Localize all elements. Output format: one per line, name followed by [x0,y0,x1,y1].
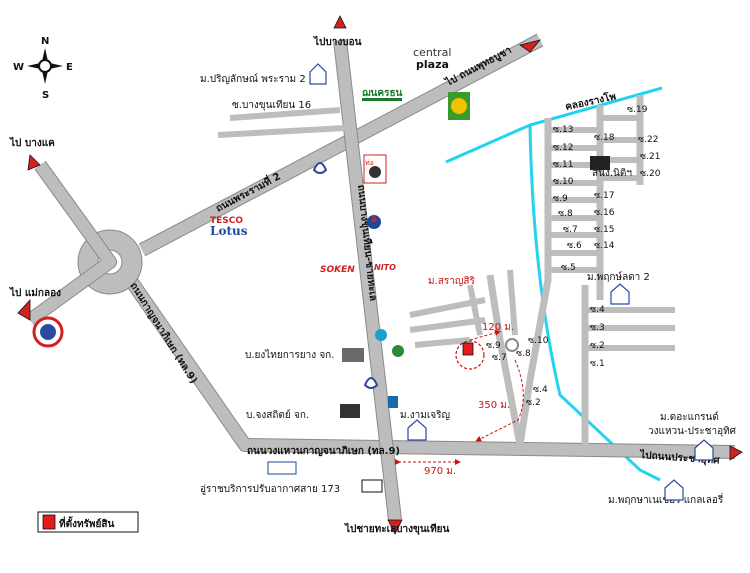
village-grand-label: ม.ดอะแกรนด์ [660,411,719,423]
soi-west-8: ซ.5 [561,263,576,273]
soi-east-4: ซ.20 [640,169,661,179]
lotus-logo: Lotus [210,224,248,238]
bus-depot-label: อู่ราชบริการปรับอากาศสาย 173 [200,484,340,495]
label-to-mae-klong: ไป แม่กลอง [9,286,61,299]
pea-logo-icon [267,461,297,475]
pipe-label: ท่อ [365,159,374,167]
village-saransiri-label: ม.สราญสิริ [428,276,475,287]
soi-labels: ซ.19 ซ.18 ซ.22 ซ.21 ซ.20 ซ.17 ซ.16 ซ.15 … [486,105,661,408]
soi-16-label: ซ.บางขุนเทียน 16 [232,99,311,111]
northeast-arrow-icon [519,39,542,53]
rubber-co-label: บ.ยงไทยการยาง จก. [245,349,334,361]
compass-w: W [13,62,24,73]
distance-970: 970 ม. [424,466,456,477]
label-to-seaside: ไปชายทะเลบางขุนเทียน [344,522,450,535]
soi-west-6: ซ.7 [563,225,578,235]
school-label: สนง.นิติฯ [592,168,632,179]
landmarks: central plaza ฌนครธน TESCO Lotus SOKEN N… [32,46,714,501]
south-arrow-icon [387,519,403,535]
nito-logo: NITO [374,263,396,272]
soi-west-5: ซ.8 [558,209,573,219]
soi-east-7: ซ.15 [594,225,614,235]
gas-station-icon [388,396,398,408]
village-prinlak-label: ม.ปริญลักษณ์ พระราม 2 [200,73,306,85]
soken-logo: SOKEN [320,265,355,275]
soi-east-0: ซ.19 [627,105,648,115]
distance-120: 120 ม. [482,322,514,333]
soi-east-8: ซ.14 [594,241,615,251]
compass-s: S [42,90,49,101]
east-arrow-icon [729,445,743,461]
compass-rose: N S E W [13,36,73,101]
soi-east-3: ซ.21 [640,152,660,162]
soi-west-3: ซ.10 [553,177,574,187]
village-pruklada-label: ม.พฤกษ์ลดา 2 [587,271,650,283]
northwest-arrow-icon [27,154,41,171]
label-to-bang-khae: ไป บางแค [9,136,55,149]
kanchana-horiz-label: ถนนวงแหวนกาญจนาภิเษก (ทล.9) [247,445,400,457]
soi-south-2: ซ.2 [590,341,605,351]
distance-annotations: 120 ม. 350 ม. 970 ม. [395,322,524,477]
soi-west-4: ซ.9 [553,194,568,204]
legend: ที่ตั้งทรัพย์สิน [37,511,139,533]
soi-south-1: ซ.3 [590,323,605,333]
house-icon [309,63,714,501]
north-arrow-icon [333,15,347,29]
soi-near-1: ซ.9 [486,341,501,351]
office-building-icon [590,156,610,170]
soi-near-2: ซ.8 [516,349,531,359]
chongsathit-building-icon [340,404,360,418]
property-radius [455,340,485,370]
soi-west-7: ซ.6 [567,241,582,251]
compass-e: E [66,62,73,73]
soi-south-0: ซ.4 [590,305,605,315]
compass-n: N [41,36,49,47]
soi-near-3: ซ.7 [492,353,507,363]
distance-350: 350 ม. [478,400,510,411]
kbank-logo-icon [392,345,404,357]
roads [25,33,736,521]
label-to-bang-bon: ไปบางบอน [313,35,362,48]
soi-east-6: ซ.16 [594,208,615,218]
legend-label: ที่ตั้งทรัพย์สิน [59,516,114,530]
soi-west-0: ซ.13 [553,125,573,135]
soi-west-1: ซ.12 [553,143,573,153]
village-ngam-charoen-label: ม.งามเจริญ [400,410,450,421]
village-grand-2-label: วงแหวน-ประชาอุทิศ [648,426,737,437]
soi-south-3: ซ.1 [590,359,605,369]
temple-icon [312,162,328,174]
soi-near-0: ซ.10 [528,336,549,346]
soi-east-1: ซ.18 [594,133,615,143]
factory-icon [342,348,364,362]
bus-icon [361,479,383,493]
soi-west-2: ซ.11 [553,160,573,170]
legend-marker-icon [42,514,56,530]
soi-east-5: ซ.17 [594,191,614,201]
soi-near-5: ซ.2 [526,398,541,408]
central-logo-bottom: plaza [416,58,449,71]
nakornthon-logo: ฌนครธน [362,88,403,99]
soi-east-2: ซ.22 [638,135,658,145]
soi-near-4: ซ.4 [533,385,548,395]
central-logo-top: central [413,46,451,59]
bank-logo-icon [375,329,387,341]
direction-arrows [17,15,743,535]
west-arrow-icon [17,298,31,321]
tesco-logo: TESCO [210,216,243,226]
kanchana-diag-label: ถนนกาญจนาภิเษก (ทล.9) [127,280,199,386]
rama2-road-label: ถนนพระรามที่ 2 [213,169,283,215]
chongsathit-co-label: บ.จงสถิตย์ จก. [246,409,309,421]
property-marker-icon [462,342,474,356]
temple-icon-2 [363,377,379,389]
